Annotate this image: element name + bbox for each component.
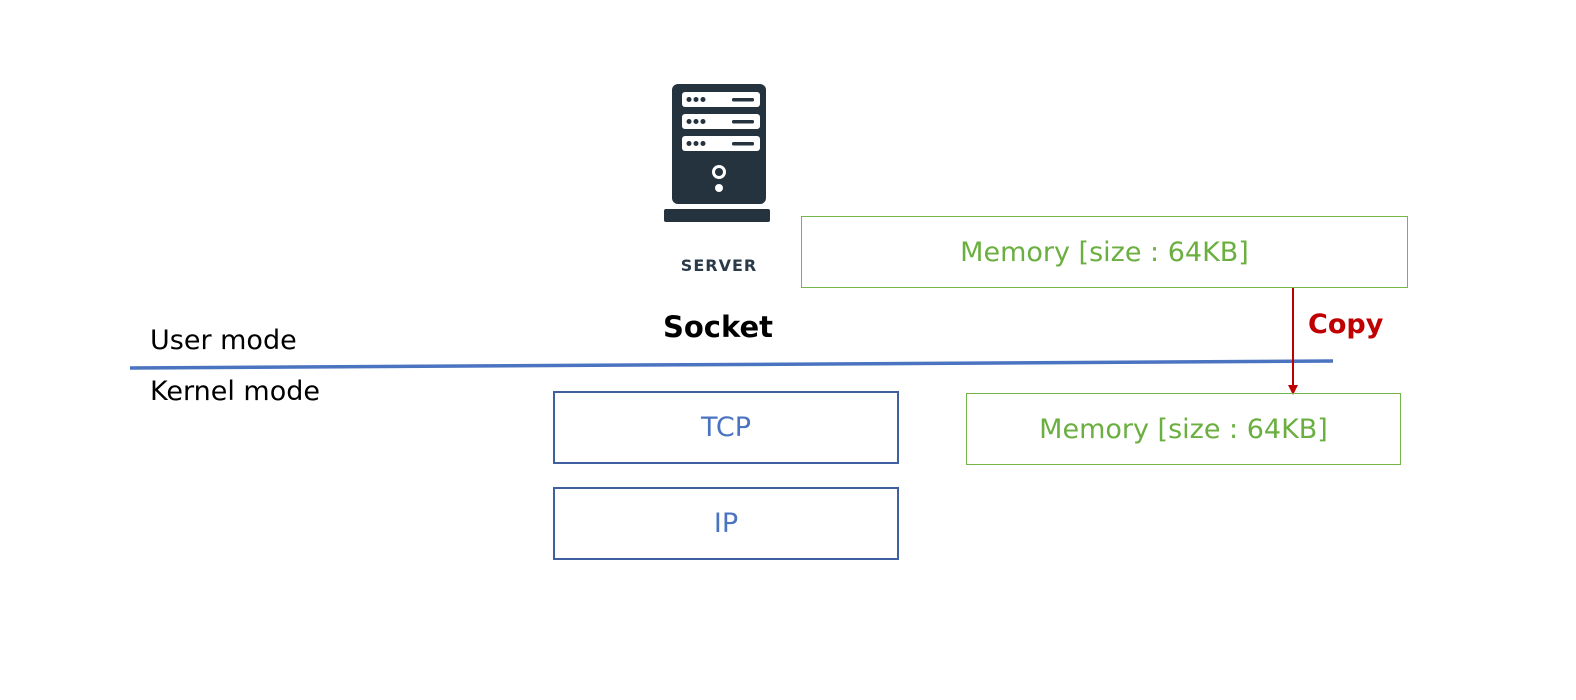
tcp-layer-box: TCP: [553, 391, 899, 464]
copy-label: Copy: [1308, 309, 1384, 340]
user-mode-label: User mode: [150, 325, 297, 356]
kernel-memory-box: Memory [size : 64KB]: [966, 393, 1401, 465]
ip-layer-box: IP: [553, 487, 899, 560]
server-caption: SERVER: [680, 256, 758, 275]
ip-layer-label: IP: [713, 508, 739, 539]
socket-label: Socket: [662, 310, 774, 344]
kernel-mode-label: Kernel mode: [150, 376, 320, 407]
user-memory-label: Memory [size : 64KB]: [960, 236, 1249, 268]
copy-arrow-head: [1288, 385, 1298, 395]
server-icon: [664, 84, 770, 222]
user-kernel-divider: [129, 359, 1334, 370]
user-memory-box: Memory [size : 64KB]: [801, 216, 1408, 288]
kernel-memory-label: Memory [size : 64KB]: [1039, 413, 1328, 445]
tcp-layer-label: TCP: [700, 412, 752, 443]
